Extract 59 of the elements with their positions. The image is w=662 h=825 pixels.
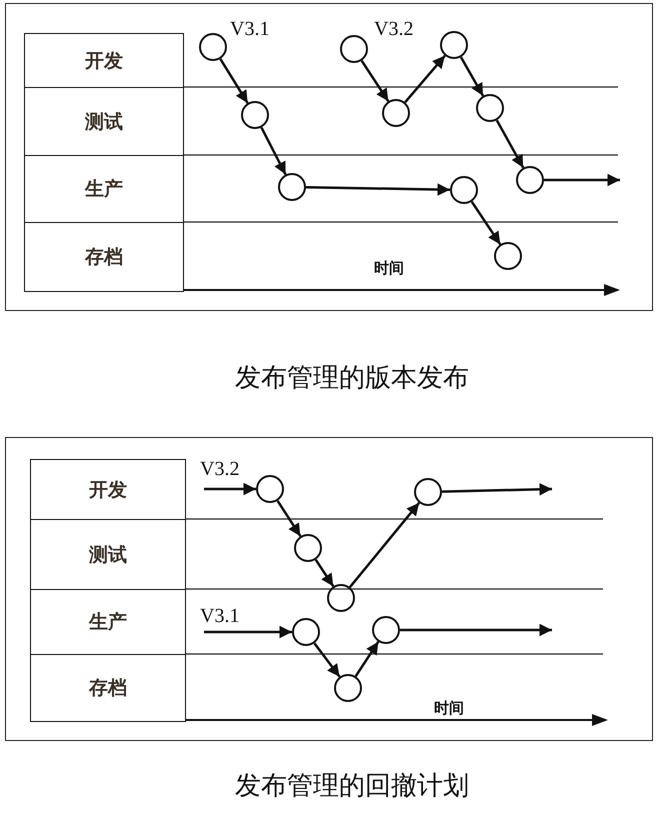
axis-label: 时间 bbox=[434, 699, 464, 718]
arrow bbox=[460, 56, 484, 96]
lane-header-cell bbox=[24, 155, 184, 224]
lane-name: 生产 bbox=[85, 177, 123, 202]
lane-name: 测试 bbox=[85, 110, 123, 135]
arrow bbox=[496, 120, 524, 168]
axis-label: 时间 bbox=[374, 259, 404, 278]
lane-name: 开发 bbox=[85, 48, 123, 74]
lane-header-cell bbox=[24, 87, 184, 156]
arrow bbox=[470, 200, 502, 246]
milestone-circle bbox=[440, 31, 468, 59]
lane-header-cell bbox=[30, 519, 186, 590]
arrow bbox=[219, 58, 249, 104]
version-label: V3.2 bbox=[200, 458, 240, 481]
milestone-circle bbox=[340, 35, 368, 63]
lane-header-cell bbox=[30, 654, 186, 722]
arrow bbox=[348, 502, 420, 588]
lane-name: 开发 bbox=[89, 478, 127, 503]
lane-header-cell bbox=[30, 459, 186, 520]
arrow bbox=[204, 482, 256, 496]
arrow bbox=[544, 174, 620, 186]
arrow bbox=[306, 183, 450, 196]
lane-name: 测试 bbox=[89, 542, 127, 568]
lane-name: 存档 bbox=[89, 676, 127, 701]
milestone-circle bbox=[414, 478, 442, 506]
milestone-circle bbox=[327, 584, 355, 612]
figure-caption: 发布管理的版本发布 bbox=[235, 362, 469, 395]
arrow bbox=[404, 54, 446, 104]
milestone-circle bbox=[292, 618, 320, 646]
milestone-circle bbox=[199, 33, 227, 61]
milestone-circle bbox=[382, 99, 410, 127]
milestone-circle bbox=[516, 166, 544, 194]
figure-caption: 发布管理的回撤计划 bbox=[235, 770, 469, 803]
milestone-circle bbox=[278, 173, 306, 201]
arrow bbox=[260, 126, 287, 176]
lane-header-cell bbox=[24, 33, 184, 88]
arrow bbox=[313, 642, 341, 678]
milestone-circle bbox=[476, 94, 504, 122]
milestone-circle bbox=[294, 534, 322, 562]
version-label: V3.1 bbox=[200, 605, 240, 628]
milestone-circle bbox=[450, 176, 478, 204]
arrow bbox=[360, 60, 390, 102]
arrow bbox=[276, 500, 302, 537]
milestone-circle bbox=[372, 616, 400, 644]
milestone-circle bbox=[241, 101, 269, 129]
version-label: V3.2 bbox=[374, 18, 414, 41]
arrow bbox=[400, 624, 552, 636]
arrow bbox=[354, 641, 380, 677]
lane-name: 生产 bbox=[89, 610, 127, 636]
lane-name: 存档 bbox=[85, 244, 123, 270]
arrow bbox=[442, 483, 552, 496]
lane-header-cell bbox=[30, 589, 186, 656]
lane-header-cell bbox=[24, 222, 184, 292]
arrow bbox=[204, 626, 292, 638]
milestone-circle bbox=[334, 674, 362, 702]
milestone-circle bbox=[494, 242, 522, 270]
milestone-circle bbox=[256, 475, 284, 503]
version-label: V3.1 bbox=[230, 18, 270, 41]
arrow bbox=[314, 559, 334, 587]
